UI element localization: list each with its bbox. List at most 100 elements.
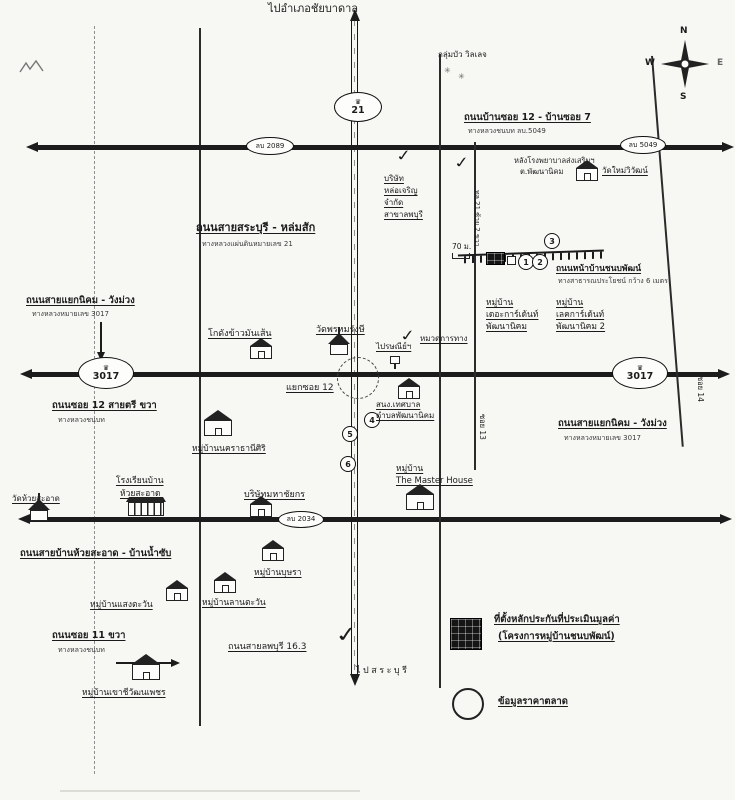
- arrow-down-icon: [350, 674, 360, 686]
- road-label-yaek-nikhom-left: ถนนสายแยกนิคม - วังม่วง: [26, 295, 135, 306]
- arrow-right-small-icon: [171, 659, 180, 667]
- house-icon: [406, 484, 434, 510]
- garuda-crest-icon: ♛: [102, 363, 110, 372]
- label-garden-village-line3: พัฒนานิคม: [486, 322, 527, 332]
- label-lake-village-line2: เลคการ์เด้นท์: [556, 310, 605, 320]
- school-icon: [126, 497, 166, 516]
- municipal-office-icon: [398, 378, 420, 399]
- rural-road-marker-lb2034: ลบ 2034: [278, 511, 324, 528]
- label-company-line1: บริษัท: [384, 174, 404, 183]
- highway-shield-3017-left: ♛ 3017: [78, 357, 134, 389]
- compass-north-label: N: [680, 26, 688, 36]
- label-company-line3: จำกัด: [384, 198, 404, 207]
- label-highway-division: หมวดการทาง: [420, 334, 468, 343]
- road-label-soi11: ถนนซอย 11 ขวา: [52, 630, 126, 641]
- road-sublabel-yaek-nikhom-left: ทางหลวงหมายเลข 3017: [32, 310, 109, 318]
- road-label-saraburi-lomsak: ถนนสายสระบุรี - หล่มสัก: [196, 221, 316, 234]
- road-sublabel-yaek-nikhom-right: ทางหลวงหมายเลข 3017: [564, 434, 641, 442]
- compass-rose-icon: [660, 39, 710, 89]
- label-wat-huai: วัดห้วยสะอาด: [12, 494, 60, 504]
- label-post-office: ไปรษณีย์ฯ: [376, 342, 412, 351]
- label-school-line1: โรงเรียนบ้าน: [116, 476, 164, 486]
- road-label-chanob-front: ถนนหน้าบ้านชนบพัฒน์: [556, 264, 641, 274]
- minor-road-vertical-mid: [439, 54, 442, 688]
- arrow-left-icon: [18, 514, 30, 524]
- label-khaochi-village: หมู่บ้านเขาชีวัฒนเพชร: [82, 688, 166, 698]
- label-wat-phrom: วัดพรหมรังษี: [316, 325, 365, 335]
- house-icon: [204, 410, 232, 436]
- house-icon: [132, 654, 160, 680]
- compass-south-label: S: [680, 92, 687, 102]
- minor-road-vertical-left: [199, 28, 202, 726]
- label-to-chaibadan: ไปอำเภอชัยบาดาล: [268, 2, 359, 15]
- label-yaek-soi12: แยกซอย 12: [286, 383, 334, 393]
- label-to-saraburi: ไปสระบุรี: [356, 666, 410, 676]
- soi-14-road-diagonal: [651, 55, 685, 447]
- label-lantawan-village: หมู่บ้านลานตะวัน: [202, 598, 266, 608]
- label-company-line2: หล่อเจริญ: [384, 186, 418, 195]
- road-label-lopburi: ถนนสายลพบุรี 16.3: [228, 642, 307, 652]
- label-school-line2: ห้วยสะอาด: [120, 489, 161, 499]
- label-municipal-line2: ตำบลพัฒนานิคม: [376, 411, 435, 420]
- warehouse-icon: [250, 338, 272, 359]
- compass: N W E S: [645, 26, 731, 110]
- postbox-icon: [390, 356, 400, 369]
- temple-icon: [28, 493, 50, 521]
- label-company-line4: สาขาลพบุรี: [384, 210, 423, 219]
- label-distance-70m: 70 ม.: [452, 242, 472, 251]
- temple-icon: [328, 327, 350, 355]
- rural-road-marker-lb5049: ลบ 5049: [620, 136, 666, 154]
- label-soi13: ซอย 13: [478, 414, 487, 440]
- label-mahachai-company: บริษัทมหาชัยกร: [244, 490, 305, 500]
- label-garden-village-line1: หมู่บ้าน: [486, 298, 514, 308]
- legend-site-symbol: [450, 618, 482, 650]
- label-nakhara-village: หมู่บ้านนคราธานีศิริ: [192, 444, 266, 454]
- road-sublabel-soi12-trio: ทางหลวงชนบท: [58, 416, 105, 424]
- label-municipal-line1: สนง.เทศบาล: [376, 400, 421, 409]
- legend-market-symbol: [452, 688, 484, 720]
- legend-site-label-line1: ที่ตั้งหลักประกันที่ประเมินมูลค่า: [494, 614, 620, 625]
- arrow-right-icon: [718, 369, 730, 379]
- legend-site-label-line2: (โครงการหมู่บ้านชนบพัฒน์): [498, 631, 615, 642]
- minor-lane-dashed: [94, 26, 95, 774]
- label-lake-village-line1: หมู่บ้าน: [556, 298, 584, 308]
- house-icon: [262, 540, 284, 561]
- circled-point-4: 4: [364, 412, 380, 428]
- label-garden-village-line2: เดอะการ์เด้นท์: [486, 310, 539, 320]
- road-code: ลบ 2089: [255, 141, 285, 150]
- label-busara-village: หมู่บ้านบุษรา: [254, 568, 302, 578]
- collateral-site-marker: [486, 252, 505, 265]
- compass-east-label: E: [717, 58, 724, 68]
- label-lake-village-line3: พัฒนานิคม 2: [556, 322, 606, 332]
- circled-point-3: 3: [544, 233, 560, 249]
- check-icon: ✓: [394, 146, 414, 166]
- road-label-soi12-trio: ถนนซอย 12 สายตรี ขวา: [52, 400, 157, 411]
- legend-market-label: ข้อมูลราคาตลาด: [498, 696, 568, 707]
- check-icon: ✓: [452, 153, 472, 173]
- label-master-house-line2: The Master House: [396, 476, 473, 486]
- label-saengtawan-village: หมู่บ้านแสงตะวัน: [90, 600, 153, 610]
- road-code: ลบ 2034: [286, 515, 316, 523]
- plot-outline: [507, 256, 516, 265]
- road-sublabel-ban-soi12-7: ทางหลวงชนบท ลบ.5049: [468, 127, 546, 135]
- label-hospital-line2: ต.พัฒนานิคม: [520, 167, 564, 176]
- arrow-left-icon: [20, 369, 32, 379]
- house-icon: [214, 572, 236, 593]
- label-warehouse: โกดังข้าวมันเส้น: [208, 329, 272, 339]
- arrow-right-icon: [722, 142, 734, 152]
- compass-west-label: W: [645, 58, 655, 68]
- label-master-house-line1: หมู่บ้าน: [396, 464, 424, 474]
- label-village-top: กลุ่มบัว วิลเลจ: [438, 50, 487, 59]
- circled-point-6: 6: [340, 456, 356, 472]
- road-low-horizontal: [30, 517, 720, 522]
- road-sublabel-saraburi-lomsak: ทางหลวงแผ่นดินหมายเลข 21: [202, 240, 293, 248]
- road-sublabel-soi11: ทางหลวงชนบท: [58, 646, 105, 654]
- soi-13-road: [474, 142, 477, 470]
- road-code: ลบ 5049: [628, 140, 658, 149]
- check-icon: ✓: [333, 620, 360, 648]
- label-wat-mai: วัดใหม่วิวัฒน์: [602, 166, 648, 175]
- road-label-huai-namsap: ถนนสายบ้านห้วยสะอาด - บ้านน้ำซับ: [20, 548, 172, 559]
- label-tl21-note: ทล.21 ซ้าย 2 ขวา: [473, 190, 481, 247]
- house-icon: [576, 160, 598, 181]
